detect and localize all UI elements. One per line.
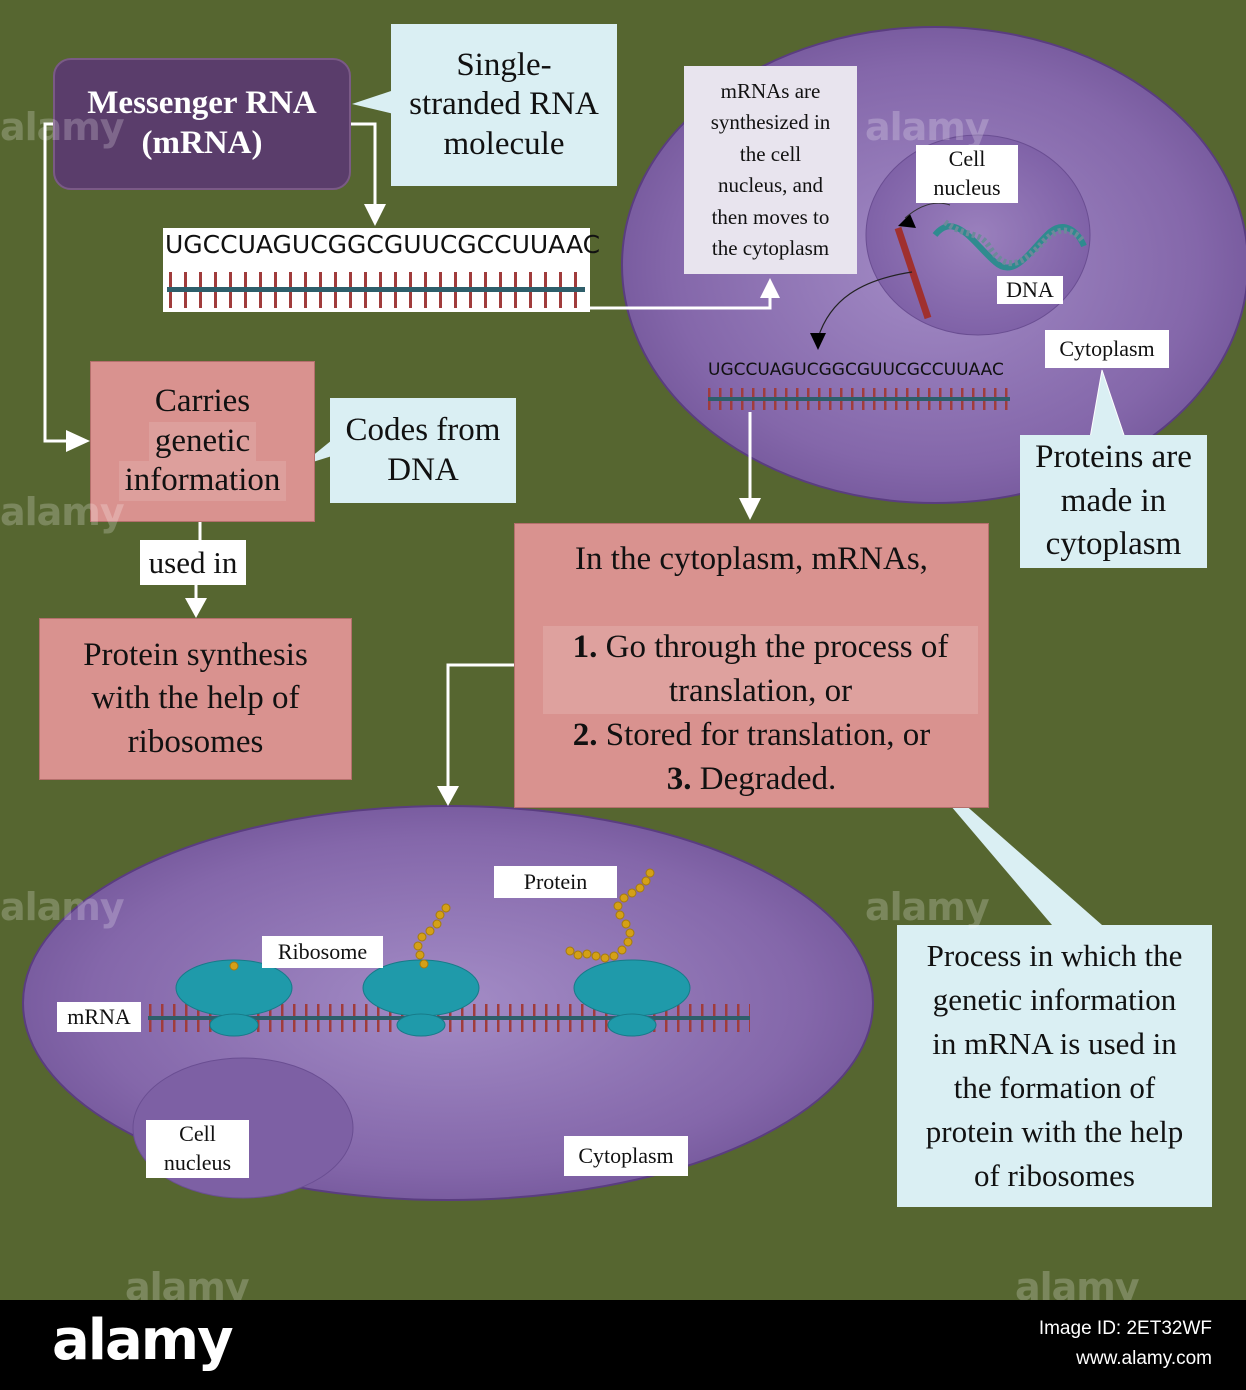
bottom-cytoplasm-label: Cytoplasm (564, 1136, 688, 1176)
proteins-made-callout: Proteins are made in cytoplasm (1020, 435, 1207, 568)
proteins-made-line1: Proteins are (1035, 439, 1192, 476)
fates-item2-text: Stored for translation, or (597, 716, 931, 753)
fates-heading: In the cytoplasm, mRNAs, (575, 541, 928, 577)
translation-def-line3: in mRNA is used in (932, 1025, 1177, 1061)
watermark: alamy (865, 105, 990, 149)
fates-item2-num: 2. (572, 716, 598, 753)
export-arrow (817, 271, 913, 339)
single-stranded-callout: Single- stranded RNA molecule (391, 24, 617, 186)
mrna-title-box: Messenger RNA (mRNA) (53, 58, 351, 190)
protein-label: Protein (494, 866, 617, 898)
proteins-made-line2: made in (1060, 482, 1167, 519)
bottom-nucleus-line1: Cell (179, 1121, 216, 1147)
proteins-made-line3: cytoplasm (1045, 526, 1182, 563)
nucleus-callout-line4: nucleus, and (718, 173, 823, 197)
codes-line1: Codes from (345, 411, 501, 448)
top-nucleus-line1: Cell (948, 146, 986, 172)
protein-synthesis-box: Protein synthesis with the help of ribos… (39, 618, 352, 780)
nucleus-synthesis-callout: mRNAs are synthesized in the cell nucleu… (684, 66, 857, 274)
fates-item3-num: 3. (666, 760, 692, 797)
single-stranded-line3: molecule (443, 125, 565, 162)
watermark: alamy (0, 490, 125, 534)
single-stranded-line1: Single- (456, 46, 552, 83)
fates-item1: 1. Go through the process of translation… (543, 625, 978, 714)
carries-line3: information (118, 461, 287, 501)
sequence-strip: UGCCUAGUCGGCGUUCGCCUUAAC (163, 228, 600, 312)
flow-arrows (43, 122, 772, 788)
fates-item3: 3. Degraded. (515, 758, 988, 802)
alamy-logo: alamy (52, 1308, 234, 1373)
bottom-nucleus-line2: nucleus (163, 1150, 232, 1175)
dna-helix (932, 219, 1087, 271)
top-nucleus-line2: nucleus (933, 175, 1001, 200)
nucleus-mrna-strand (894, 226, 932, 320)
mrna-title-line2: (mRNA) (141, 125, 263, 161)
nucleus-callout-line5: then moves to (711, 204, 830, 229)
protein-synthesis-line2: with the help of (91, 680, 300, 717)
fates-item1-text: Go through the process of (597, 628, 949, 665)
protein-chain (229, 868, 655, 971)
site-url: www.alamy.com (1076, 1348, 1212, 1369)
mrna-title-line1: Messenger RNA (87, 85, 317, 122)
fates-item2: 2. Stored for translation, or (515, 714, 988, 758)
fates-item1-num: 1. (572, 628, 598, 665)
ribosome-1 (175, 959, 293, 1037)
sequence-top-text: UGCCUAGUCGGCGUUCGCCUUAAC (165, 230, 601, 259)
carries-genetic-info-box: Carries genetic information (90, 361, 315, 522)
ribosome-2 (362, 959, 480, 1037)
protein-synthesis-line1: Protein synthesis (83, 636, 308, 673)
codes-line2: DNA (387, 451, 459, 488)
translation-def-line5: protein with the help (925, 1114, 1184, 1150)
sequence-cell-text: UGCCUAGUCGGCGUUCGCCUUAAC (708, 360, 1004, 380)
arrow-heads (66, 204, 780, 806)
nucleus-callout-line2: synthesized in (710, 110, 831, 134)
watermark: alamy (865, 885, 990, 929)
translation-def-line4: the formation of (953, 1070, 1156, 1105)
bottom-mrna-label: mRNA (57, 1002, 141, 1032)
translation-def-line1: Process in which the (926, 937, 1183, 973)
callout-tail-single (352, 90, 394, 114)
ribosome-label: Ribosome (262, 936, 383, 968)
fates-item1-cont: translation, or (668, 672, 853, 709)
protein-synthesis-line3: ribosomes (127, 723, 264, 760)
bottom-nucleus-label: Cell nucleus (146, 1120, 249, 1178)
nucleus-arrowhead (898, 214, 916, 228)
cytoplasm-fates-box: In the cytoplasm, mRNAs, 1. Go through t… (514, 523, 989, 808)
used-in-label: used in (140, 540, 246, 585)
watermark: alamy (0, 885, 125, 929)
translation-definition-callout: Process in which the genetic information… (897, 925, 1212, 1207)
bottom-mrna-backbone (148, 1016, 750, 1020)
single-stranded-line2: stranded RNA (409, 86, 599, 123)
nucleus-callout-line1: mRNAs are (720, 78, 821, 103)
sequence-strand (167, 272, 585, 308)
carries-line1: Carries (154, 383, 251, 420)
carries-line2: genetic (148, 421, 257, 462)
translation-def-line6: of ribosomes (973, 1158, 1135, 1194)
image-id: Image ID: 2ET32WF (1038, 1318, 1212, 1339)
codes-from-dna-callout: Codes from DNA (330, 398, 516, 503)
watermark: alamy (0, 105, 125, 149)
cell-mrna-backbone (708, 397, 1010, 401)
dna-label: DNA (997, 276, 1063, 304)
ribosome-3 (573, 959, 691, 1037)
fates-item3-text: Degraded. (691, 760, 837, 797)
footer-bar: alamy Image ID: 2ET32WF www.alamy.com (0, 1300, 1246, 1390)
top-cell-nucleus-label: Cell nucleus (916, 145, 1018, 203)
top-cytoplasm-label: Cytoplasm (1045, 330, 1169, 368)
translation-def-line2: genetic information (932, 981, 1177, 1017)
nucleus-callout-line6: the cytoplasm (711, 236, 830, 260)
nucleus-callout-line3: the cell (739, 141, 802, 166)
